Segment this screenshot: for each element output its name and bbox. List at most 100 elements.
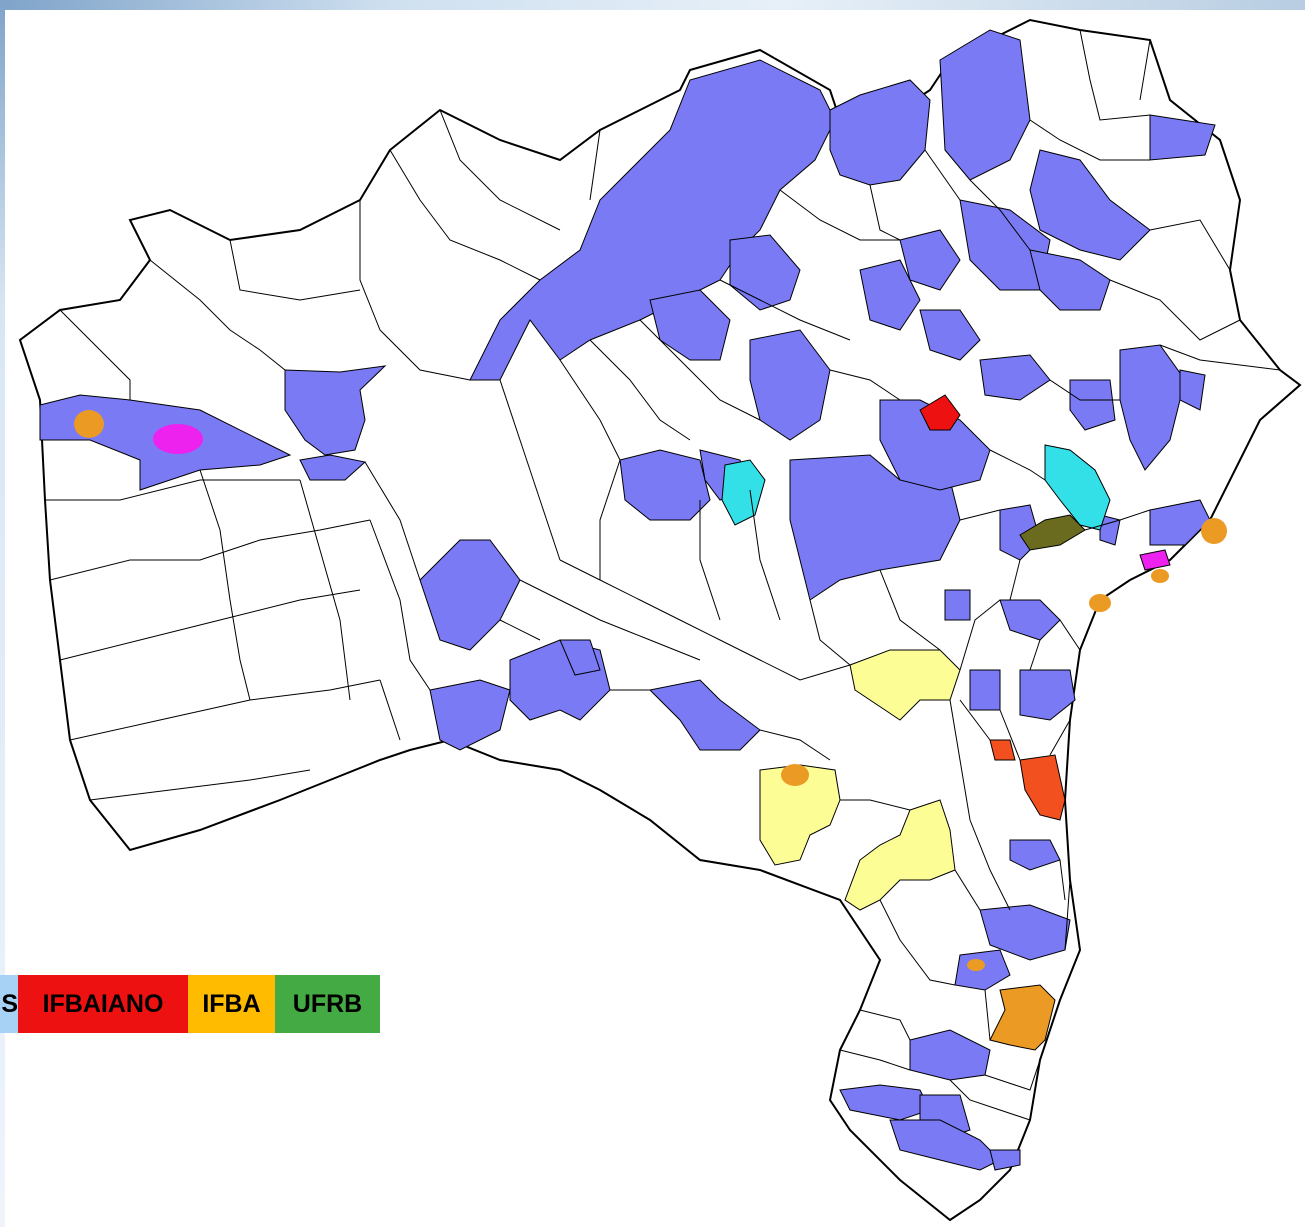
region <box>299 454 367 481</box>
border-line <box>559 359 621 461</box>
border-line <box>499 619 541 641</box>
border-line <box>499 379 561 561</box>
border-line <box>364 461 421 581</box>
border-line <box>1159 344 1281 371</box>
legend-item-ufrb: UFRB <box>275 975 380 1033</box>
region <box>1044 444 1111 531</box>
border-line <box>59 309 131 400</box>
border-line <box>949 699 1011 911</box>
border-line <box>719 279 851 341</box>
border-line <box>1149 219 1231 271</box>
border-line <box>954 869 981 911</box>
region <box>1149 114 1216 161</box>
border-line <box>389 149 541 281</box>
region <box>849 649 961 721</box>
border-line <box>1049 719 1071 756</box>
region <box>899 229 961 291</box>
region <box>989 1149 1021 1171</box>
border-line <box>879 899 956 986</box>
border-line <box>639 319 761 421</box>
region <box>1019 669 1076 721</box>
border-line <box>1109 279 1241 341</box>
border-line <box>984 1059 1041 1091</box>
region <box>284 365 387 456</box>
border-line <box>229 239 361 301</box>
region <box>789 454 961 601</box>
legend-label: S <box>1 989 18 1018</box>
region <box>749 329 831 441</box>
region <box>989 984 1056 1051</box>
region <box>979 354 1051 401</box>
border-line <box>959 509 1001 521</box>
border-line <box>89 769 311 801</box>
region <box>1069 379 1116 431</box>
border-line <box>599 459 621 580</box>
border-line <box>969 179 1031 251</box>
region <box>969 669 1001 711</box>
border-line <box>1139 39 1151 101</box>
border-line <box>439 109 561 231</box>
border-line <box>589 129 601 201</box>
border-line <box>1079 29 1151 121</box>
campus-marker <box>781 764 809 786</box>
border-line <box>999 709 1021 761</box>
region <box>944 589 971 621</box>
border-line <box>45 479 300 501</box>
region <box>1009 839 1061 871</box>
region <box>919 394 961 431</box>
campus-marker <box>1201 518 1227 544</box>
legend-label: IFBAIANO <box>42 989 164 1018</box>
region <box>429 679 511 751</box>
campus-marker <box>74 410 104 438</box>
region <box>721 459 766 526</box>
region <box>1149 499 1211 546</box>
region <box>999 599 1061 641</box>
window-frame-top <box>0 0 1305 10</box>
border-line <box>369 519 431 691</box>
border-line <box>379 679 401 741</box>
region <box>859 259 921 331</box>
region <box>469 59 836 381</box>
legend-label: IFBA <box>202 989 261 1018</box>
border-line <box>859 1009 911 1041</box>
border-line <box>840 799 911 811</box>
window-frame-left <box>0 0 5 1227</box>
border-line <box>809 599 851 666</box>
region <box>1099 514 1121 546</box>
border-line <box>839 1049 911 1071</box>
campus-marker <box>1089 594 1111 612</box>
state-outline <box>18 18 1302 1222</box>
border-line <box>1084 509 1151 531</box>
border-line <box>759 729 831 761</box>
border-line <box>559 559 851 681</box>
legend-label: UFRB <box>292 989 363 1018</box>
border-line <box>699 500 721 621</box>
border-line <box>1059 619 1081 651</box>
border-line <box>879 569 941 651</box>
border-line <box>959 599 1001 671</box>
border-line <box>989 449 1046 481</box>
border-line <box>779 189 900 241</box>
border-line <box>959 699 991 741</box>
border-line <box>1009 559 1021 601</box>
border-line <box>924 149 961 201</box>
region <box>889 1119 1001 1171</box>
legend-item-ifbaiano: IFBAIANO <box>18 975 188 1033</box>
highlighted-regions <box>39 29 1216 1171</box>
border-line <box>49 519 371 581</box>
region <box>829 79 931 186</box>
region <box>939 29 1031 181</box>
region <box>1179 369 1206 411</box>
border-line <box>1064 879 1071 951</box>
border-line <box>749 489 781 621</box>
border-line <box>984 989 991 1041</box>
region <box>1019 754 1066 821</box>
border-line <box>1059 859 1066 901</box>
region <box>989 739 1016 761</box>
region <box>1029 249 1111 311</box>
border-line <box>519 579 701 661</box>
border-line <box>829 369 901 401</box>
border-line <box>1029 119 1150 161</box>
region <box>759 764 841 866</box>
campus-marker <box>153 424 203 454</box>
